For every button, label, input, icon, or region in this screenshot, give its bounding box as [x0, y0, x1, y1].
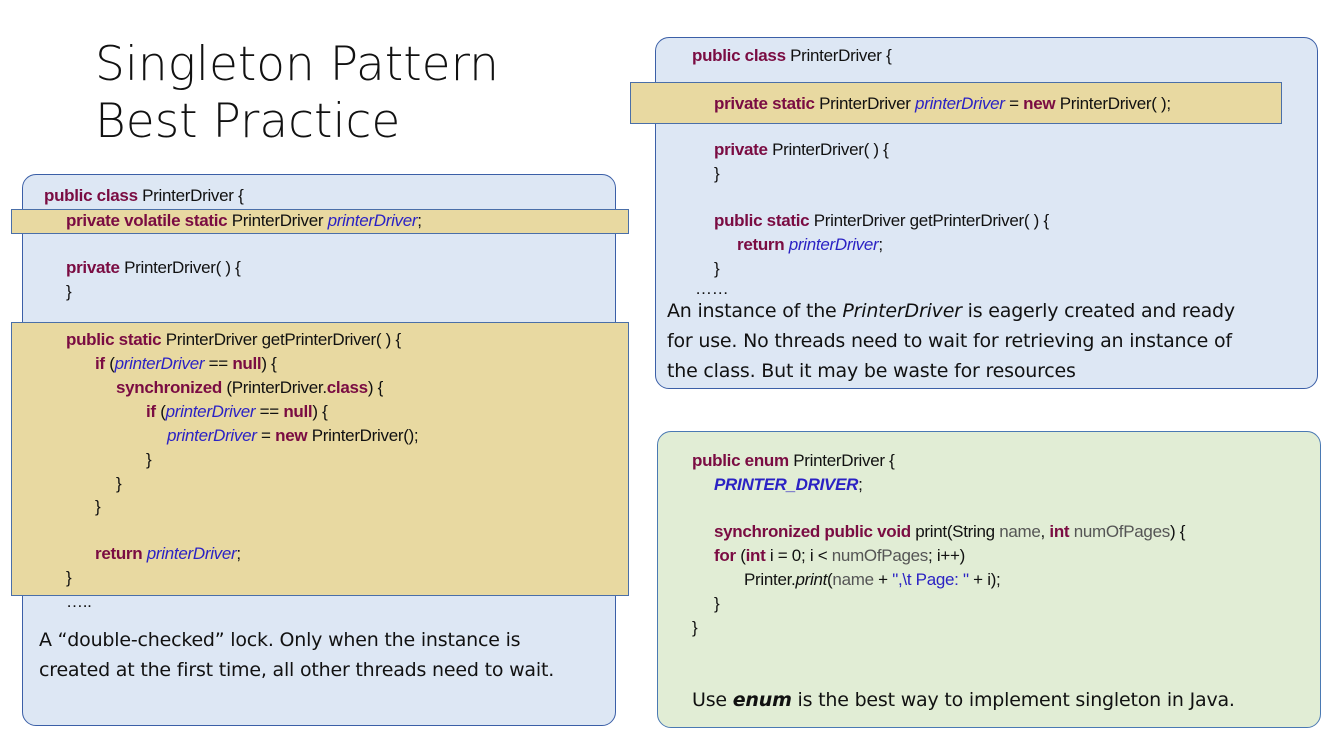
- br-code-line-2: PRINTER_DRIVER;: [714, 475, 863, 494]
- left-code-line-8: if (printerDriver == null) {: [146, 402, 328, 421]
- left-code-ellipsis: …..: [66, 592, 92, 611]
- tr-code-line-6: return printerDriver;: [737, 235, 883, 254]
- left-code-line-3: private PrinterDriver( ) {: [66, 258, 241, 277]
- left-code-line-9: printerDriver = new PrinterDriver();: [167, 426, 419, 445]
- volatile-field-highlight: [11, 209, 629, 234]
- left-code-line-11: }: [116, 474, 122, 493]
- left-code-line-10: }: [146, 450, 152, 469]
- left-code-line-13: return printerDriver;: [95, 544, 241, 563]
- left-code-line-6: if (printerDriver == null) {: [95, 354, 277, 373]
- title-line-1: Singleton Pattern: [95, 37, 499, 92]
- br-code-line-1: public enum PrinterDriver {: [692, 451, 895, 470]
- tr-code-line-4: }: [714, 164, 720, 183]
- left-code-line-5: public static PrinterDriver getPrinterDr…: [66, 330, 401, 349]
- left-code-line-7: synchronized (PrinterDriver.class) {: [116, 378, 383, 397]
- tr-code-ellipsis: ……: [695, 279, 729, 298]
- title-line-2: Best Practice: [95, 94, 401, 149]
- tr-code-line-5: public static PrinterDriver getPrinterDr…: [714, 211, 1049, 230]
- left-code-line-4: }: [66, 282, 72, 301]
- left-description: A “double-checked” lock. Only when the i…: [39, 629, 555, 681]
- tr-code-line-3: private PrinterDriver( ) {: [714, 140, 889, 159]
- bottomright-description: Use enum is the best way to implement si…: [692, 689, 1235, 711]
- enum-singleton-panel: [657, 431, 1321, 728]
- eager-field-highlight: [630, 82, 1282, 124]
- left-code-line-14: }: [66, 568, 72, 587]
- tr-code-line-2: private static PrinterDriver printerDriv…: [714, 94, 1171, 113]
- left-code-line-12: }: [95, 497, 101, 516]
- tr-code-line-1: public class PrinterDriver {: [692, 46, 892, 65]
- br-code-line-4: for (int i = 0; i < numOfPages; i++): [714, 546, 965, 565]
- br-code-line-3: synchronized public void print(String na…: [714, 522, 1186, 541]
- br-code-line-7: }: [692, 618, 698, 637]
- left-code-line-1: public class PrinterDriver {: [44, 186, 244, 205]
- tr-code-line-7: }: [714, 259, 720, 278]
- topright-description: An instance of the PrinterDriver is eage…: [667, 300, 1235, 382]
- br-code-line-6: }: [714, 594, 720, 613]
- br-code-line-5: Printer.print(name + ",\t Page: " + i);: [744, 570, 1001, 589]
- left-code-line-2: private volatile static PrinterDriver pr…: [66, 211, 422, 230]
- slide-title: Singleton Pattern Best Practice: [95, 36, 499, 150]
- getter-method-highlight: [11, 322, 629, 596]
